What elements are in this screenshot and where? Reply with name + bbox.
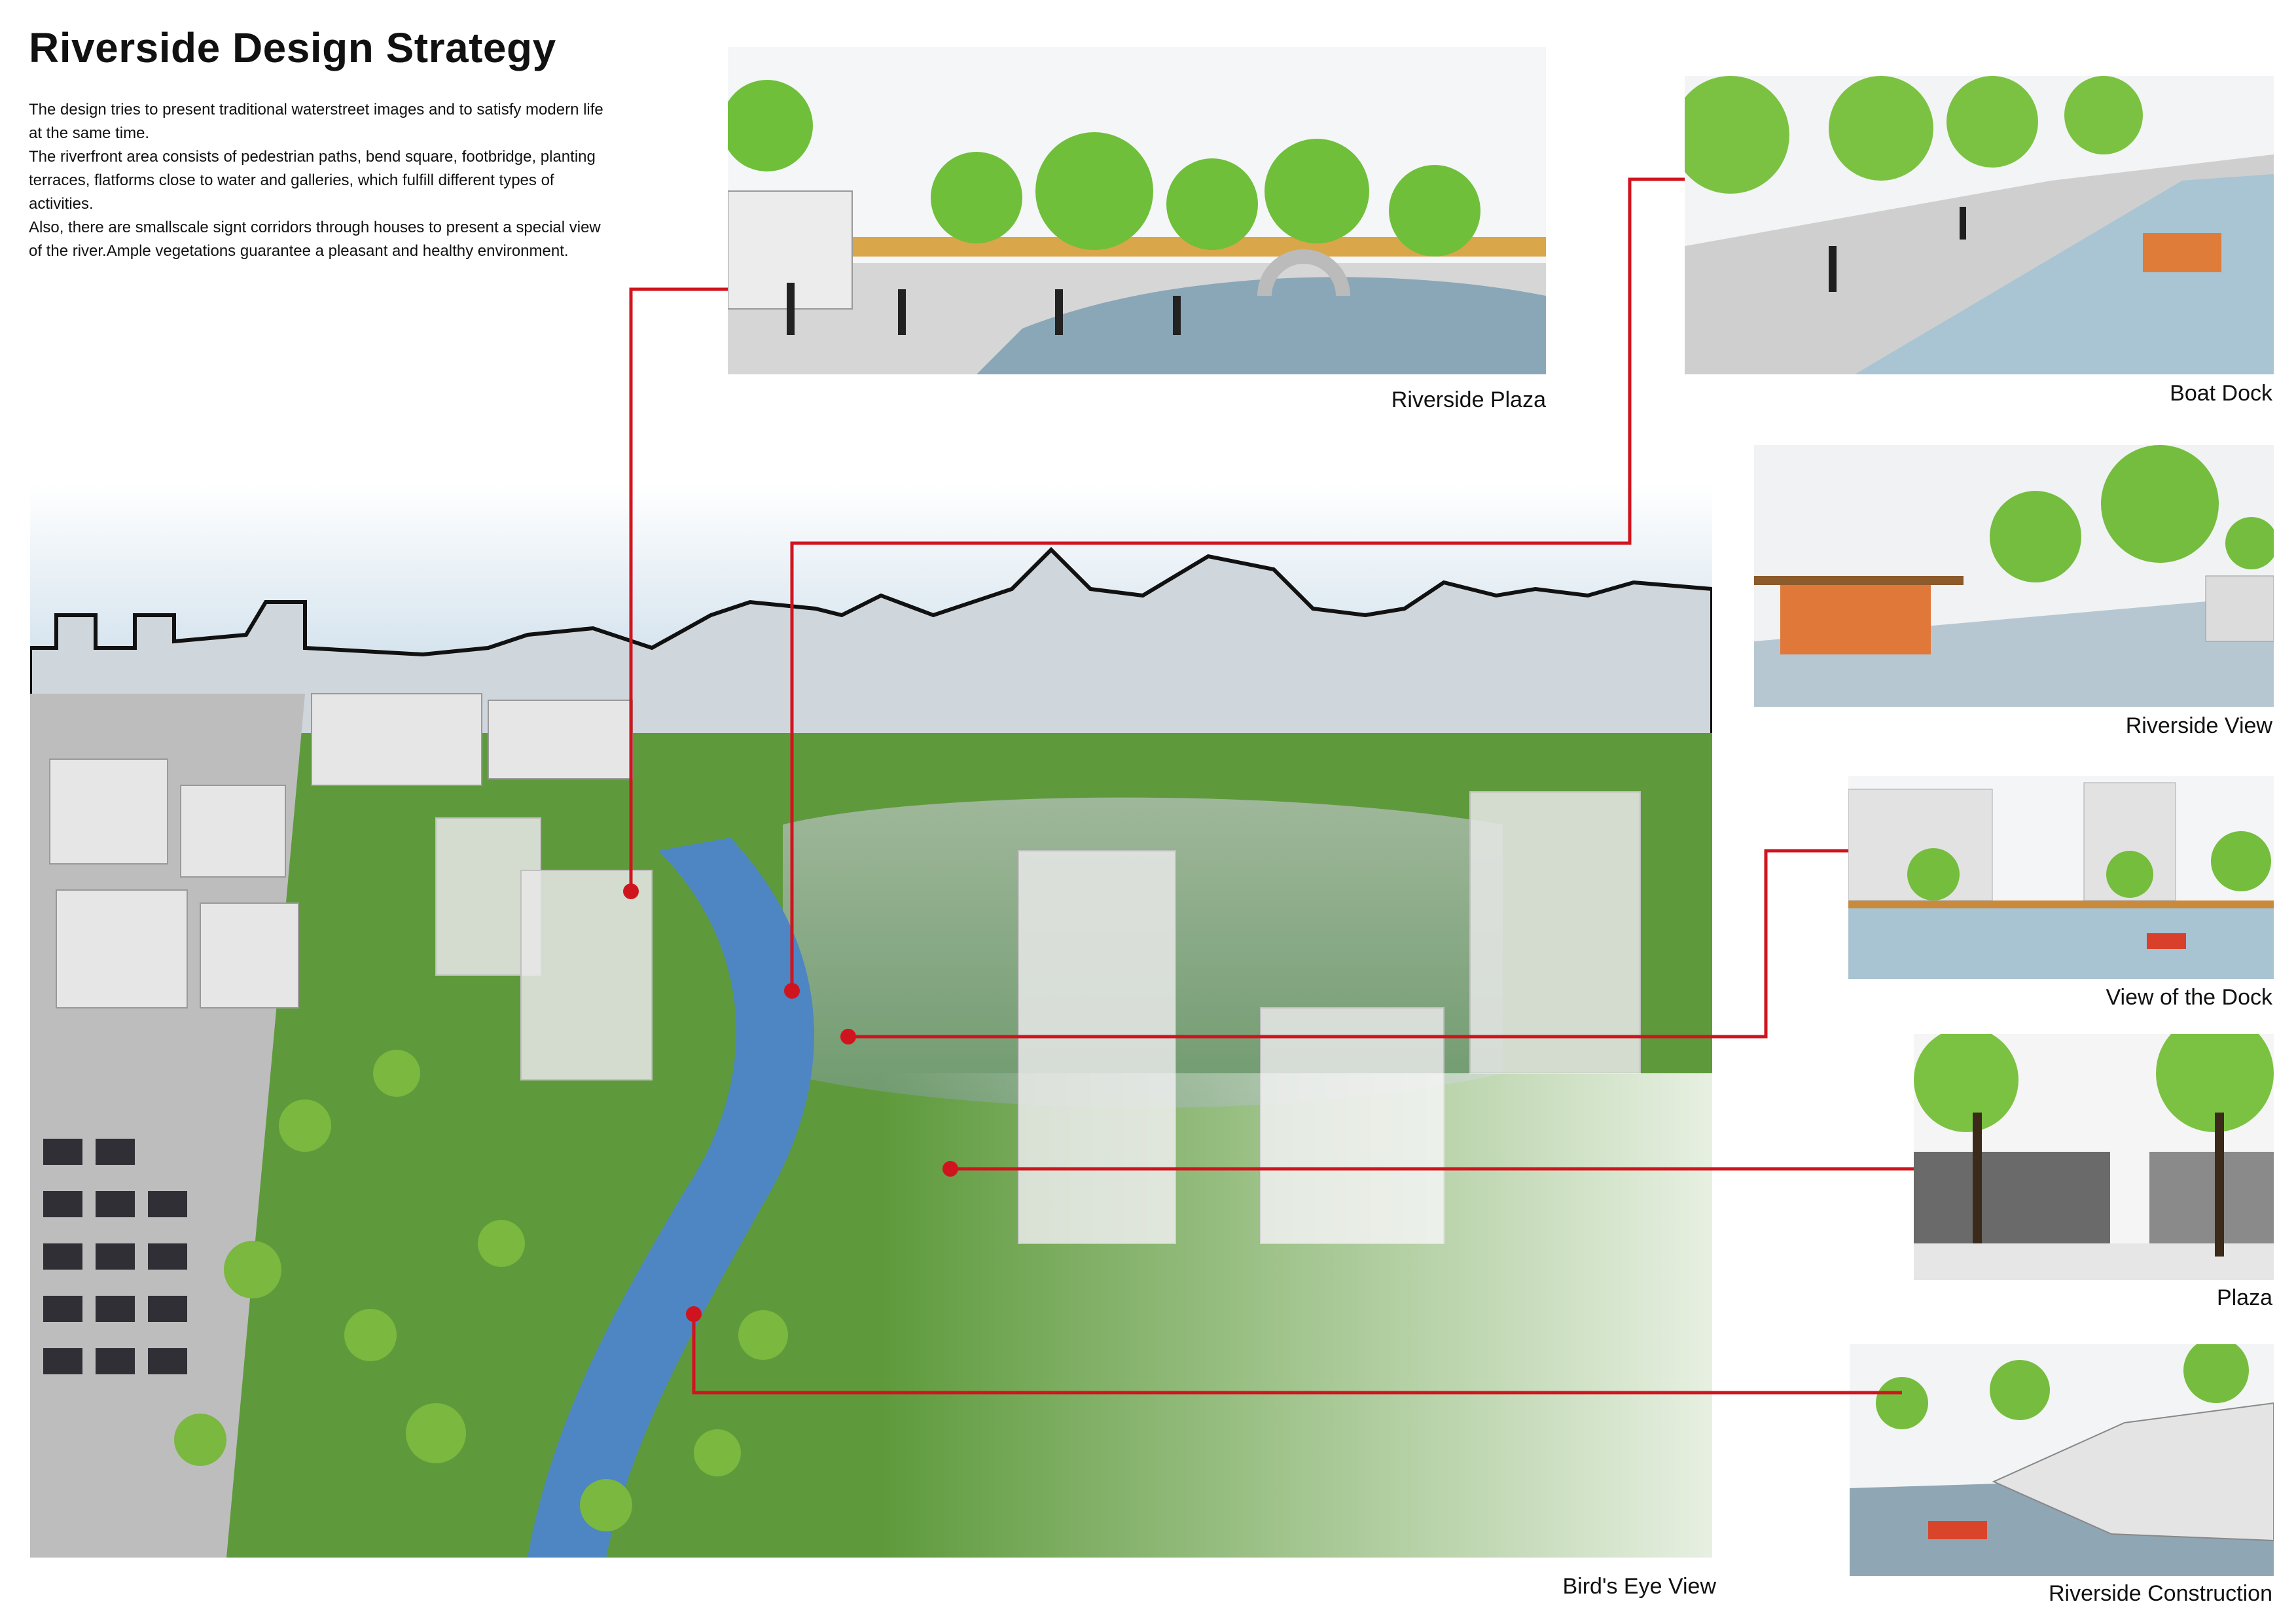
boat-dock-illustration: [1685, 76, 2274, 374]
riverside-plaza-image: [728, 47, 1546, 374]
birds-eye-view-illustration: [30, 484, 1712, 1558]
riverside-construction-illustration: [1850, 1344, 2274, 1576]
caption-plaza: Plaza: [2216, 1285, 2272, 1310]
description-paragraph-2: The riverfront area consists of pedestri…: [29, 148, 596, 213]
page-title: Riverside Design Strategy: [29, 24, 556, 71]
riverside-plaza-illustration: [728, 80, 1546, 374]
boat-dock-image: [1685, 76, 2274, 374]
birds-eye-view-image: [30, 484, 1712, 1558]
description-paragraph-3: Also, there are smallscale signt corrido…: [29, 219, 601, 260]
riverside-view-image: [1754, 445, 2274, 707]
caption-riverside-plaza: Riverside Plaza: [1391, 387, 1546, 412]
view-of-the-dock-image: [1848, 776, 2274, 979]
riverside-construction-image: [1850, 1344, 2274, 1576]
caption-riverside-construction: Riverside Construction: [2048, 1581, 2272, 1606]
view-of-the-dock-illustration: [1848, 776, 2274, 979]
description-paragraph-1: The design tries to present traditional …: [29, 101, 603, 142]
description-text: The design tries to present traditional …: [29, 98, 605, 263]
plaza-image: [1914, 1034, 2274, 1280]
caption-birds-eye-view: Bird's Eye View: [1562, 1574, 1716, 1599]
plaza-illustration: [1914, 1034, 2274, 1280]
riverside-view-illustration: [1754, 445, 2274, 707]
caption-riverside-view: Riverside View: [2125, 713, 2272, 738]
caption-boat-dock: Boat Dock: [2170, 381, 2272, 406]
caption-view-of-the-dock: View of the Dock: [2106, 985, 2272, 1010]
